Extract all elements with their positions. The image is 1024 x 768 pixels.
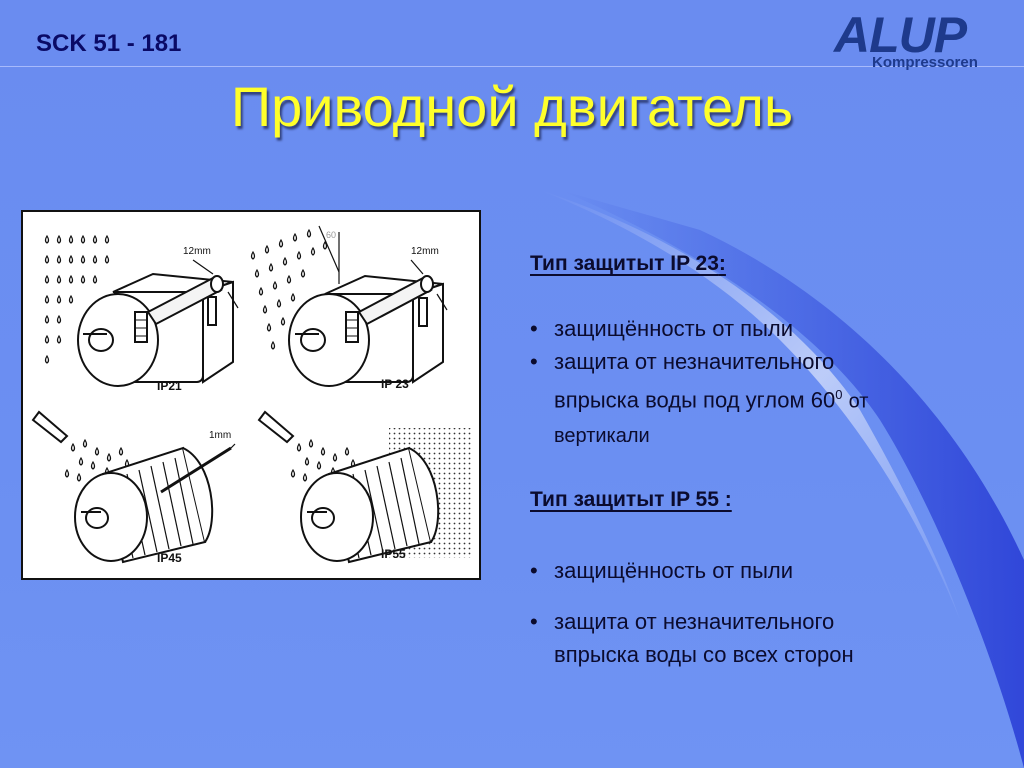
ip55-bullet-2a: защита от незначительного — [554, 609, 835, 634]
ip23-drawing — [250, 225, 448, 387]
bullet-icon: • — [530, 558, 538, 583]
ip23-bullets: • защищённость от пыли • защита от незначи… — [530, 312, 970, 453]
ip23-bullet-2a: защита от незначительного — [554, 349, 835, 374]
page-title: Приводной двигатель — [230, 75, 794, 138]
drip-drops-ip21 — [44, 234, 110, 364]
label-ip23: IP 23 — [381, 377, 409, 391]
list-item: • защищённость от пыли — [530, 554, 970, 587]
list-item: • защита от незначительного впрыска воды п… — [530, 345, 970, 453]
jet-drops-ip55 — [290, 438, 356, 482]
header-rule — [0, 66, 1024, 67]
ip55-bullet-1: защищённость от пыли — [554, 558, 794, 583]
ip55-bullets: • защищённость от пыли • защита от незначи… — [530, 554, 970, 671]
degree-superscript: 0 — [835, 387, 843, 402]
bullet-icon: • — [530, 609, 538, 634]
motor-drawings: 12mm IP21 — [31, 225, 471, 565]
slide-code: SCK 51 - 181 — [36, 30, 182, 57]
list-item: • защищённость от пыли — [530, 312, 970, 345]
ip21-drawing — [44, 234, 239, 387]
list-item: • защита от незначительного впрыска воды с… — [530, 605, 970, 671]
ip55-heading: Тип защитыт IP 55 : — [530, 488, 732, 511]
alup-logo: ALUP Kompressoren — [828, 7, 998, 72]
label-ip21: IP21 — [157, 379, 182, 393]
bullet-icon: • — [530, 349, 538, 374]
measure-12mm-a: 12mm — [183, 246, 211, 257]
ip23-bullet-2b: впрыска воды под углом 60 — [554, 387, 836, 413]
ip23-heading-colon: : — [718, 252, 726, 275]
ip23-heading-text: Тип защитыт IP 23 — [530, 252, 719, 275]
logo-subtitle: Kompressoren — [872, 54, 978, 71]
ip23-bullet-2d: вертикали — [554, 425, 650, 448]
ip45-drawing — [31, 410, 236, 564]
label-ip45: IP45 — [157, 551, 182, 565]
measure-60: 60 — [326, 230, 336, 240]
ip23-bullet-1: защищённость от пыли — [554, 316, 794, 341]
label-ip55: IP55 — [381, 547, 406, 561]
ip55-bullet-2b: впрыска воды со всех сторон — [554, 642, 854, 667]
measure-1mm: 1mm — [209, 430, 231, 441]
measure-12mm-b: 12mm — [411, 246, 439, 257]
ip23-bullet-2c: от — [848, 390, 869, 413]
slanted-spray-drops-ip23 — [250, 228, 328, 350]
ip55-drawing — [257, 410, 471, 564]
logo-word: ALUP — [834, 7, 967, 63]
bullet-icon: • — [530, 316, 538, 341]
ip-protection-illustration: 12mm IP21 — [21, 210, 481, 580]
jet-drops-ip45 — [64, 438, 130, 482]
ip23-heading: Тип защитыт IP 23: — [530, 252, 726, 276]
